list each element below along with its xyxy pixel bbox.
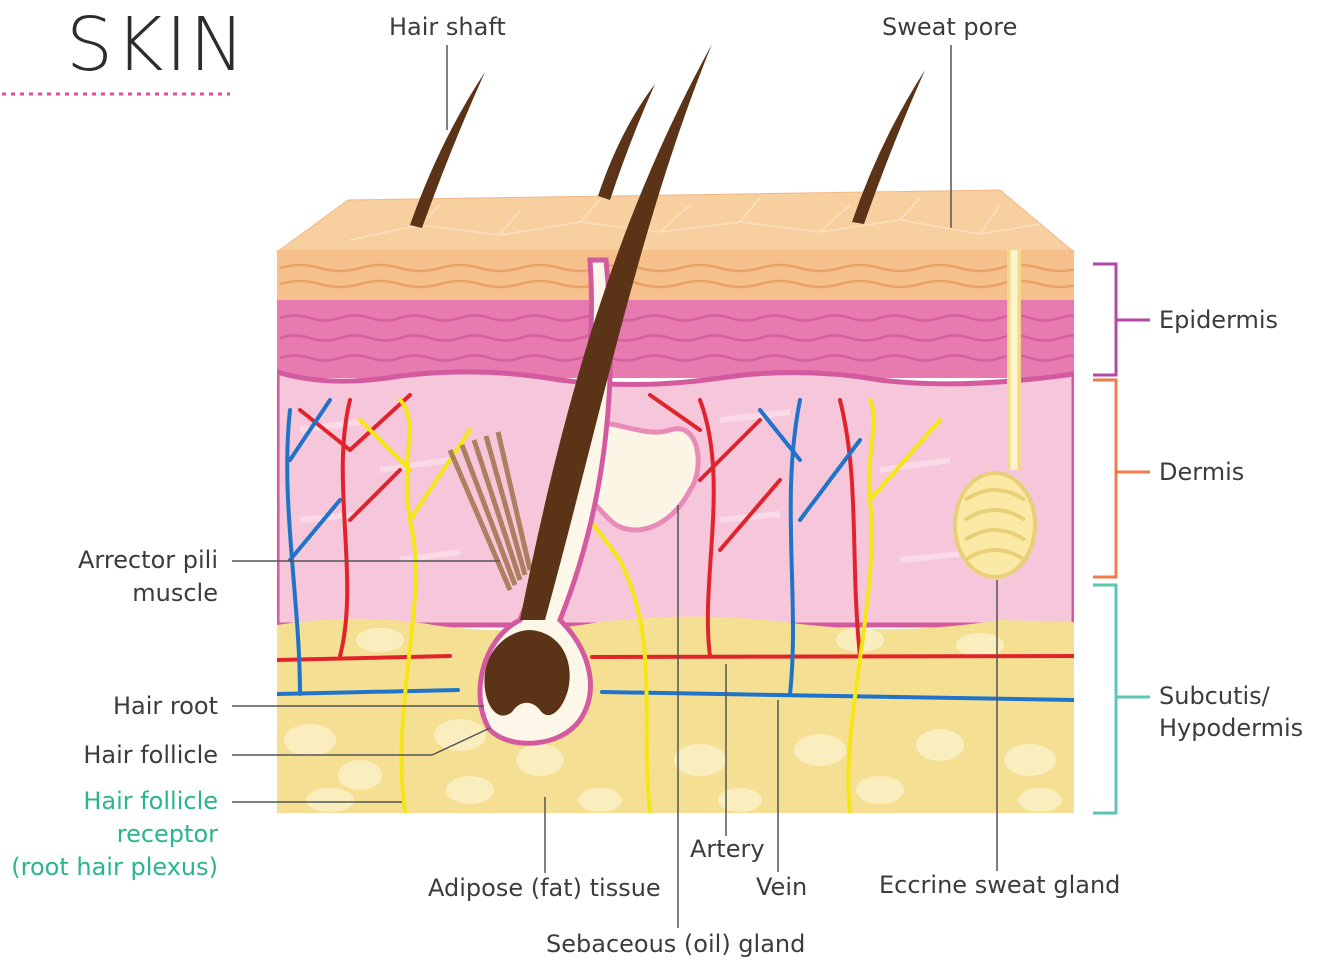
label-dermis: Dermis — [1159, 456, 1244, 489]
label-hair-shaft: Hair shaft — [389, 11, 506, 44]
skin-surface-top — [277, 190, 1074, 252]
label-receptor-line3: (root hair plexus) — [0, 851, 218, 884]
label-hair-root: Hair root — [40, 690, 218, 723]
label-receptor-line1: Hair follicle — [0, 785, 218, 818]
epidermis-outer-layer — [277, 250, 1074, 305]
label-hypodermis: Hypodermis — [1159, 712, 1303, 745]
label-arrector-pili: Arrector pili muscle — [40, 544, 218, 610]
label-arrector-line1: Arrector pili — [40, 544, 218, 577]
label-arrector-line2: muscle — [40, 577, 218, 610]
dermis-bracket — [1093, 380, 1150, 577]
label-sebaceous-gland: Sebaceous (oil) gland — [546, 928, 805, 961]
subcutis-bracket — [1093, 585, 1150, 813]
label-vein: Vein — [756, 871, 807, 904]
label-sweat-pore: Sweat pore — [882, 11, 1017, 44]
label-receptor-line2: receptor — [0, 818, 218, 851]
label-subcutis: Subcutis/ — [1159, 680, 1270, 713]
label-hair-follicle: Hair follicle — [40, 739, 218, 772]
label-eccrine-sweat-gland: Eccrine sweat gland — [879, 869, 1120, 902]
label-artery: Artery — [690, 833, 765, 866]
label-epidermis: Epidermis — [1159, 304, 1278, 337]
label-hair-follicle-receptor: Hair follicle receptor (root hair plexus… — [0, 785, 218, 884]
diagram-title: SKIN — [66, 2, 247, 88]
epidermis-bracket — [1093, 264, 1150, 375]
label-adipose-tissue: Adipose (fat) tissue — [428, 872, 661, 905]
